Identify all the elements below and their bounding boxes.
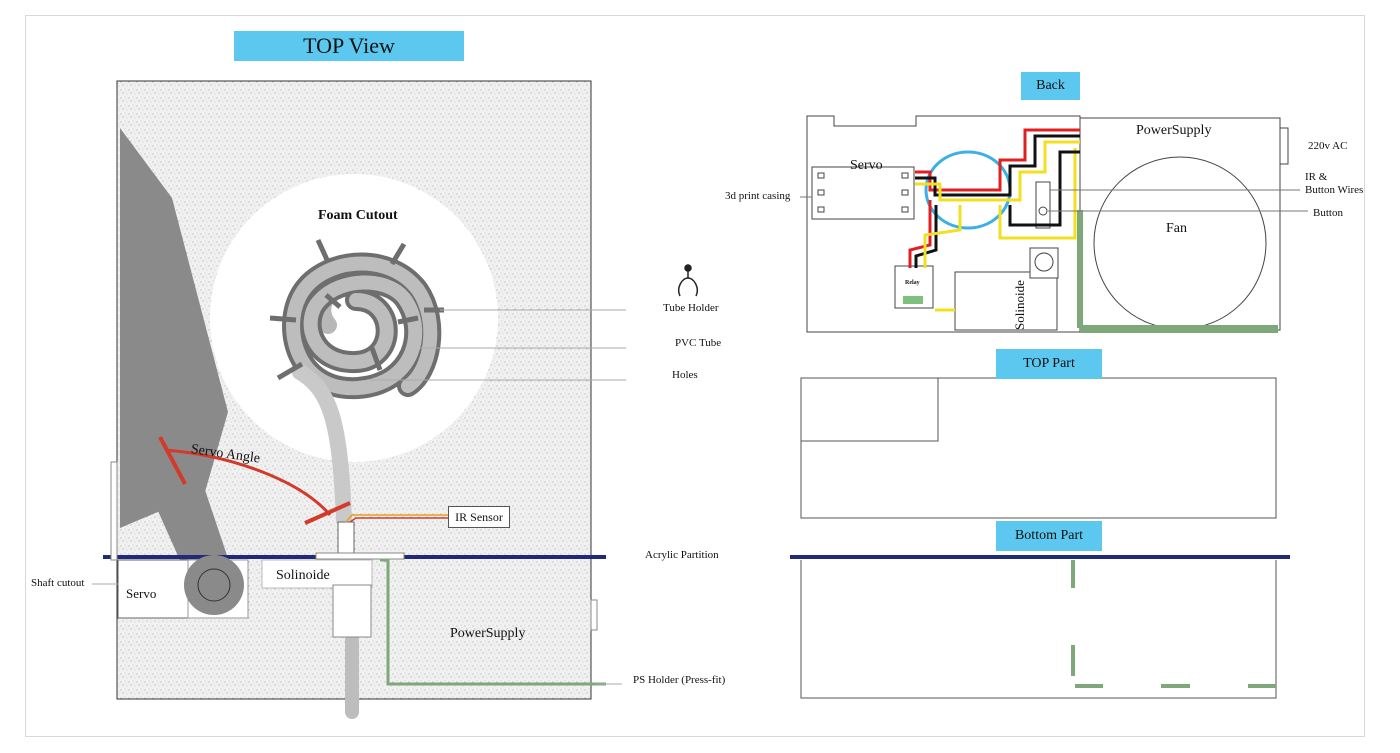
fan-circle (1093, 156, 1267, 330)
shaft-cutout (184, 555, 244, 615)
servo-back-box (811, 166, 915, 220)
power-supply-label: PowerSupply (450, 626, 526, 641)
ir-sensor-label: IR Sensor (448, 506, 510, 528)
top-part-title: TOP Part (996, 349, 1102, 379)
servo-arm (120, 128, 228, 528)
acrylic-partition-label: Acrylic Partition (645, 549, 719, 561)
servo-angle-stop-left (158, 436, 187, 485)
servo-label: Servo (126, 586, 157, 601)
back-title: Back (1021, 72, 1080, 100)
back-power-supply-label: PowerSupply (1136, 123, 1212, 138)
ir-wires-label-1: IR & (1305, 171, 1328, 183)
foam-cutout-label: Foam Cutout (318, 208, 398, 223)
solinoide-back (954, 271, 1058, 331)
ir-wires-label-2: Button Wires (1305, 184, 1364, 196)
solinoide-label: Solinoide (276, 568, 330, 583)
holes-label: Holes (672, 369, 698, 381)
top-view-title: TOP View (234, 31, 464, 61)
ps-holder-label: PS Holder (Press-fit) (633, 674, 726, 686)
ps-holder-line (380, 558, 606, 686)
back-solinoide-label: Solinoide (1012, 280, 1027, 330)
back-view (800, 115, 1308, 333)
tube-holders (269, 238, 444, 381)
back-servo-label: Servo (850, 158, 883, 173)
bottom-part-box (800, 560, 1277, 699)
solinoide-plunger (332, 584, 372, 638)
top-part-cutout (800, 377, 939, 442)
solinoide-box (261, 559, 373, 589)
tube-holder-label: Tube Holder (663, 302, 719, 314)
servo-angle-arc (164, 448, 332, 516)
servo-angle-stop-right (304, 501, 351, 525)
shaft-cutout-label: Shaft cutout (31, 577, 85, 589)
pvc-tube-spiral (282, 252, 442, 719)
bottom-part-title: Bottom Part (996, 521, 1102, 551)
tube-holder-icon (677, 264, 699, 297)
button-label: Button (1313, 207, 1343, 219)
bottom-part-holders (1071, 560, 1276, 688)
ac-label: 220v AC (1308, 140, 1348, 152)
ir-sensor-body (337, 521, 355, 557)
print-casing-label: 3d print casing (725, 190, 791, 202)
servo-box (117, 559, 189, 619)
diagram-frame (25, 15, 1365, 737)
relay-label: Relay (905, 280, 920, 286)
foam-cutout-circle (210, 174, 498, 462)
leader-lines (92, 309, 626, 685)
fan-label: Fan (1166, 221, 1187, 236)
pvc-tube-label: PVC Tube (675, 337, 722, 349)
